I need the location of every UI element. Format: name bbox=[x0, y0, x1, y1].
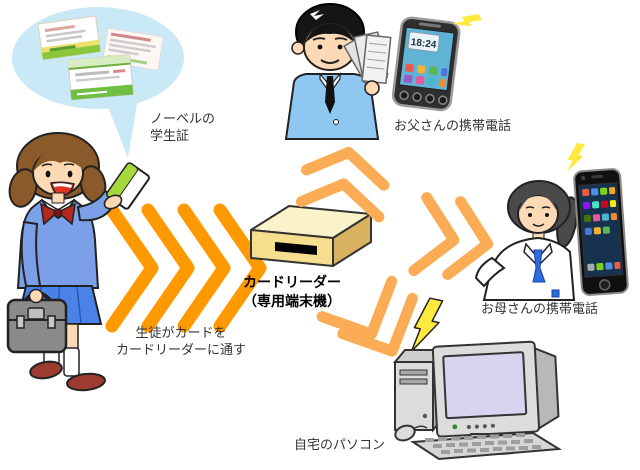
pc-screen bbox=[442, 351, 528, 420]
card-slot bbox=[275, 242, 317, 255]
card-reader-label-line2: （専用端末機） bbox=[243, 293, 341, 309]
student-action-line2: カードリーダーに通す bbox=[115, 342, 246, 357]
mother-phone-illustration bbox=[573, 168, 629, 296]
father-tie bbox=[325, 76, 335, 114]
bubble-label: ノーベルの 学生証 bbox=[150, 110, 215, 144]
father-illustration bbox=[284, 3, 392, 140]
father-label: お父さんの携帯電話 bbox=[394, 118, 512, 133]
speech-bubble-tail bbox=[106, 98, 138, 158]
father-phone-clock: 18:24 bbox=[410, 37, 437, 51]
student-id-card-1 bbox=[37, 15, 101, 60]
pc-illustration bbox=[392, 340, 563, 461]
arrow-reader-to-mother-icon bbox=[408, 192, 494, 280]
speech-bubble bbox=[12, 7, 184, 158]
lightning-icon-pc bbox=[410, 297, 444, 353]
pc-keyboard bbox=[409, 431, 563, 461]
bubble-label-line1: ノーベルの bbox=[150, 111, 216, 126]
pc-label: 自宅のパソコン bbox=[294, 437, 386, 452]
lightning-icon-father bbox=[451, 14, 483, 27]
father-phone-illustration: 18:24 bbox=[391, 16, 461, 112]
arrow-reader-to-father-icon bbox=[295, 146, 390, 223]
pc-mouse bbox=[394, 424, 416, 442]
mother-illustration bbox=[474, 180, 578, 301]
lightning-icon-mother bbox=[566, 143, 586, 172]
student-illustration bbox=[6, 132, 150, 392]
card-reader-label: カードリーダー （専用端末機） bbox=[243, 273, 341, 311]
bubble-label-line2: 学生証 bbox=[150, 128, 190, 143]
papers-in-hand bbox=[343, 31, 392, 96]
student-bow bbox=[40, 202, 60, 226]
arrow-reader-to-pc-icon bbox=[316, 275, 418, 357]
student-action-label: 生徒がカードを カードリーダーに通す bbox=[86, 324, 276, 358]
mother-scarf bbox=[532, 249, 546, 283]
student-action-line1: 生徒がカードを bbox=[135, 325, 227, 340]
arrow-student-to-reader-icon bbox=[105, 203, 267, 333]
card-reader-label-line1: カードリーダー bbox=[243, 274, 341, 290]
pc-monitor bbox=[431, 340, 560, 438]
school-bag bbox=[6, 291, 68, 354]
mother-label: お母さんの携帯電話 bbox=[481, 301, 599, 316]
student-id-card-3 bbox=[67, 54, 134, 101]
